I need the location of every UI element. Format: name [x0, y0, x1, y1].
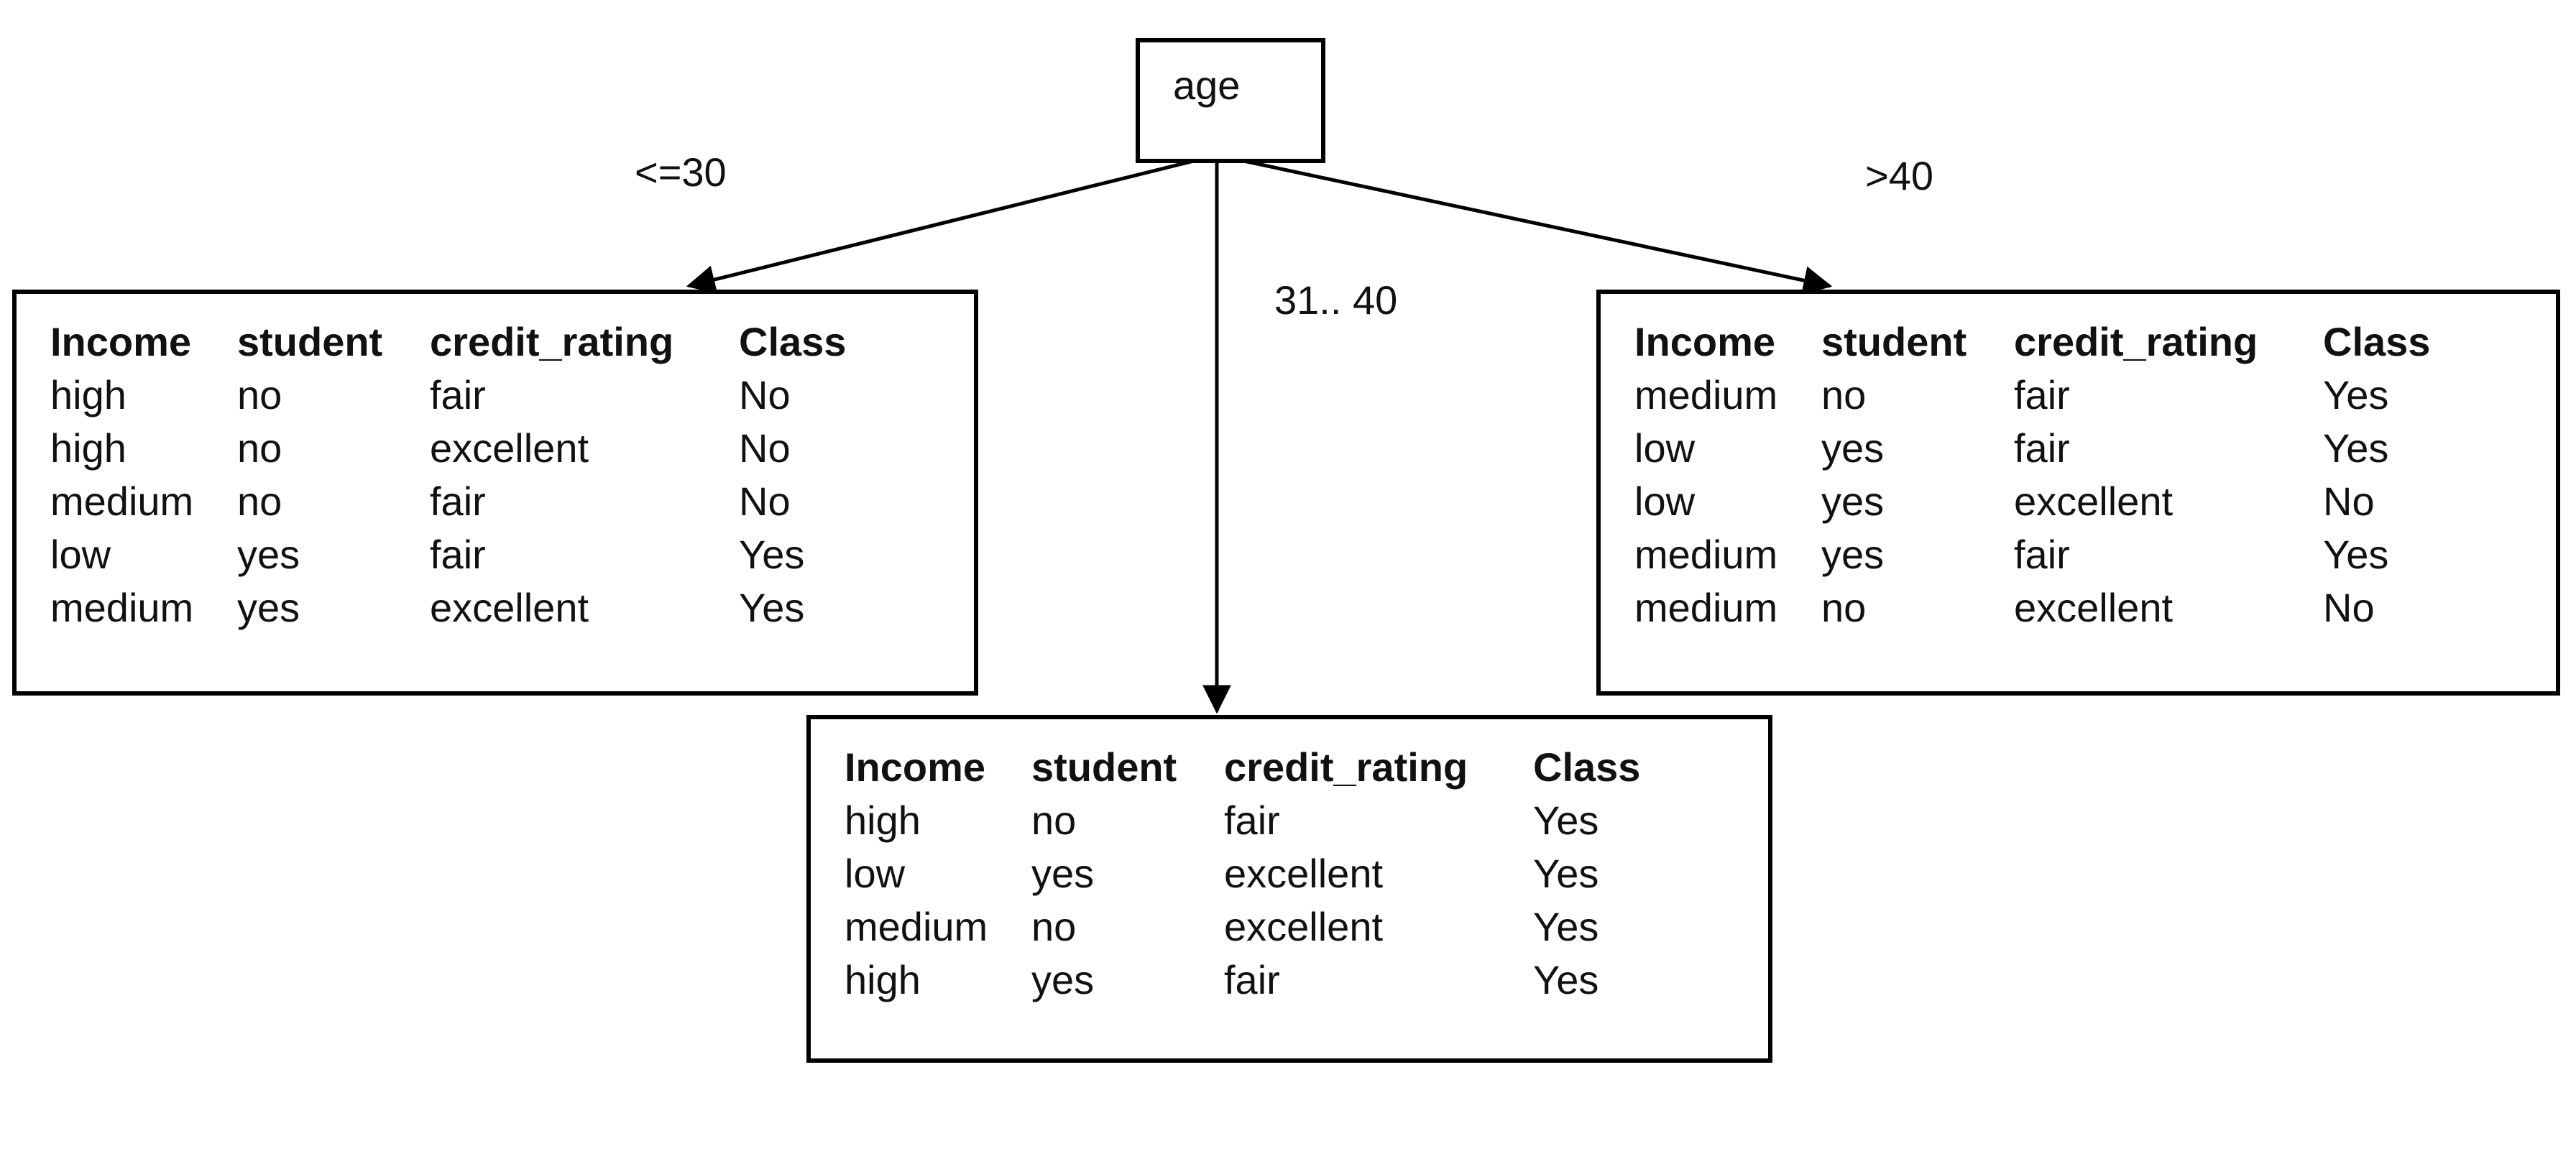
header-income: Income: [845, 744, 986, 790]
header-class: Class: [739, 319, 847, 364]
cell-income: medium: [1634, 532, 1778, 577]
cell-credit-rating: fair: [2014, 425, 2070, 471]
cell-income: low: [1634, 425, 1696, 471]
cell-credit-rating: fair: [2014, 372, 2070, 417]
cell-student: no: [237, 479, 282, 524]
header-income: Income: [1634, 319, 1776, 364]
header-class: Class: [2323, 319, 2431, 364]
cell-credit-rating: fair: [2014, 532, 2070, 577]
cell-class: Yes: [2323, 425, 2389, 471]
cell-class: No: [2323, 479, 2375, 524]
cell-income: medium: [1634, 372, 1778, 417]
cell-student: yes: [1821, 479, 1885, 524]
cell-student: yes: [237, 585, 300, 630]
edge-label-middle: 31.. 40: [1274, 277, 1398, 323]
edge-line-right: [1216, 153, 1833, 295]
cell-credit-rating: excellent: [1224, 904, 1384, 949]
cell-income: low: [845, 851, 906, 896]
cell-student: no: [1821, 372, 1867, 417]
header-student: student: [1821, 319, 1967, 364]
cell-class: Yes: [1533, 798, 1599, 843]
edge-label-right: >40: [1865, 153, 1933, 198]
cell-credit-rating: fair: [430, 532, 486, 577]
cell-class: Yes: [2323, 372, 2389, 417]
cell-class: Yes: [1533, 851, 1599, 896]
cell-student: no: [1031, 904, 1077, 949]
header-credit-rating: credit_rating: [1224, 744, 1468, 790]
cell-student: yes: [237, 532, 300, 577]
cell-class: Yes: [1533, 904, 1599, 949]
cell-class: Yes: [2323, 532, 2389, 577]
cell-income: high: [50, 372, 126, 417]
cell-income: high: [50, 425, 126, 471]
cell-income: medium: [50, 479, 194, 524]
cell-credit-rating: excellent: [430, 585, 589, 630]
cell-student: yes: [1821, 532, 1885, 577]
cell-student: no: [1821, 585, 1867, 630]
cell-class: Yes: [739, 585, 805, 630]
cell-income: medium: [50, 585, 194, 630]
cell-student: no: [1031, 798, 1077, 843]
branch-table-middle: Income student credit_rating Class high …: [806, 715, 1772, 1063]
cell-income: high: [845, 798, 921, 843]
header-student: student: [237, 319, 383, 364]
cell-income: low: [50, 532, 111, 577]
cell-income: medium: [1634, 585, 1778, 630]
cell-income: low: [1634, 479, 1696, 524]
cell-student: yes: [1031, 851, 1095, 896]
header-credit-rating: credit_rating: [2014, 319, 2258, 364]
edge-label-left: <=30: [635, 149, 727, 195]
cell-credit-rating: excellent: [1224, 851, 1384, 896]
cell-credit-rating: fair: [430, 479, 486, 524]
cell-income: medium: [845, 904, 988, 949]
cell-class: Yes: [739, 532, 805, 577]
cell-class: No: [2323, 585, 2375, 630]
root-node-age: age: [1136, 38, 1325, 163]
cell-class: No: [739, 479, 791, 524]
cell-student: no: [237, 372, 282, 417]
root-node-label: age: [1173, 63, 1241, 108]
header-income: Income: [50, 319, 192, 364]
header-student: student: [1031, 744, 1177, 790]
cell-credit-rating: excellent: [2014, 479, 2174, 524]
cell-credit-rating: excellent: [2014, 585, 2174, 630]
cell-credit-rating: fair: [1224, 957, 1280, 1002]
cell-student: yes: [1031, 957, 1095, 1002]
branch-table-right: Income student credit_rating Class mediu…: [1596, 290, 2560, 696]
cell-student: yes: [1821, 425, 1885, 471]
cell-credit-rating: excellent: [430, 425, 589, 471]
header-credit-rating: credit_rating: [430, 319, 674, 364]
cell-student: no: [237, 425, 282, 471]
header-class: Class: [1533, 744, 1641, 790]
edge-line-left: [686, 153, 1218, 294]
cell-class: Yes: [1533, 957, 1599, 1002]
cell-credit-rating: fair: [430, 372, 486, 417]
cell-credit-rating: fair: [1224, 798, 1280, 843]
branch-table-left: Income student credit_rating Class high …: [12, 290, 978, 696]
cell-class: No: [739, 425, 791, 471]
cell-class: No: [739, 372, 791, 417]
cell-income: high: [845, 957, 921, 1002]
